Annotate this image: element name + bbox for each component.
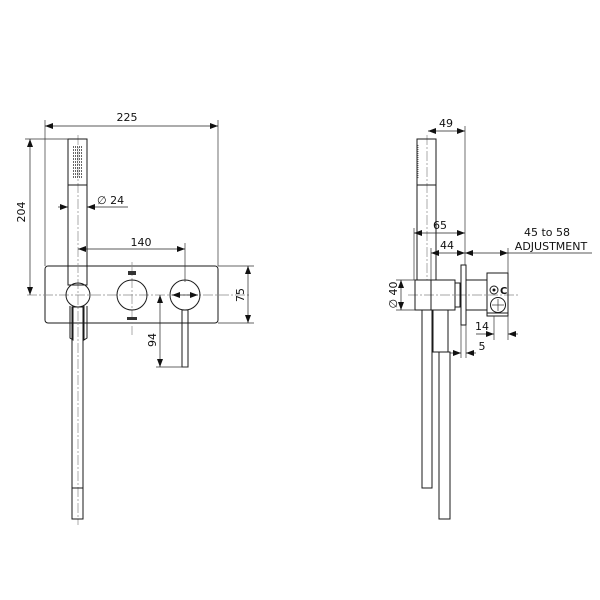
dim-handshower-projection: 49 xyxy=(439,117,453,130)
hot-indicator xyxy=(128,271,136,275)
wall-plate xyxy=(44,265,219,324)
mixer-handle xyxy=(116,279,148,311)
side-dimension-lines xyxy=(396,126,592,358)
valve-body xyxy=(486,272,509,317)
dim-plate-thickness: 5 xyxy=(479,340,486,353)
side-hose-outer xyxy=(421,309,433,489)
dim-holder-diameter: ∅ 40 xyxy=(387,281,400,308)
dim-lever-drop: 94 xyxy=(146,333,159,347)
dim-holder-projection: 65 xyxy=(433,219,447,232)
side-wall-plate xyxy=(460,264,467,326)
dim-overall-height: 204 xyxy=(15,202,28,223)
side-handshower xyxy=(416,138,437,281)
valve-marking-circle xyxy=(489,285,499,295)
valve-cartridge xyxy=(490,297,506,313)
dim-plate-height: 75 xyxy=(234,288,247,302)
dim-valve-offset: 14 xyxy=(475,320,489,333)
diverter-lever xyxy=(181,309,189,368)
side-view: C xyxy=(387,117,592,520)
side-holder-stem xyxy=(432,309,449,353)
dimension-lines xyxy=(25,120,254,368)
valve-marking: C xyxy=(500,286,507,297)
handshower xyxy=(67,138,88,286)
dim-body-projection: 44 xyxy=(440,239,454,252)
side-hose-inner xyxy=(438,351,451,520)
dim-adjustment-label: ADJUSTMENT xyxy=(515,240,588,253)
front-view: 225 204 ∅ 24 140 75 94 xyxy=(15,111,254,525)
cold-indicator xyxy=(127,317,137,320)
dim-adjustment-value: 45 to 58 xyxy=(524,226,570,239)
nozzle-grid xyxy=(73,146,82,178)
dim-overall-width: 225 xyxy=(117,111,138,124)
hose xyxy=(71,306,84,520)
dim-handshower-diameter: ∅ 24 xyxy=(97,194,124,207)
dim-handle-spacing: 140 xyxy=(131,236,152,249)
